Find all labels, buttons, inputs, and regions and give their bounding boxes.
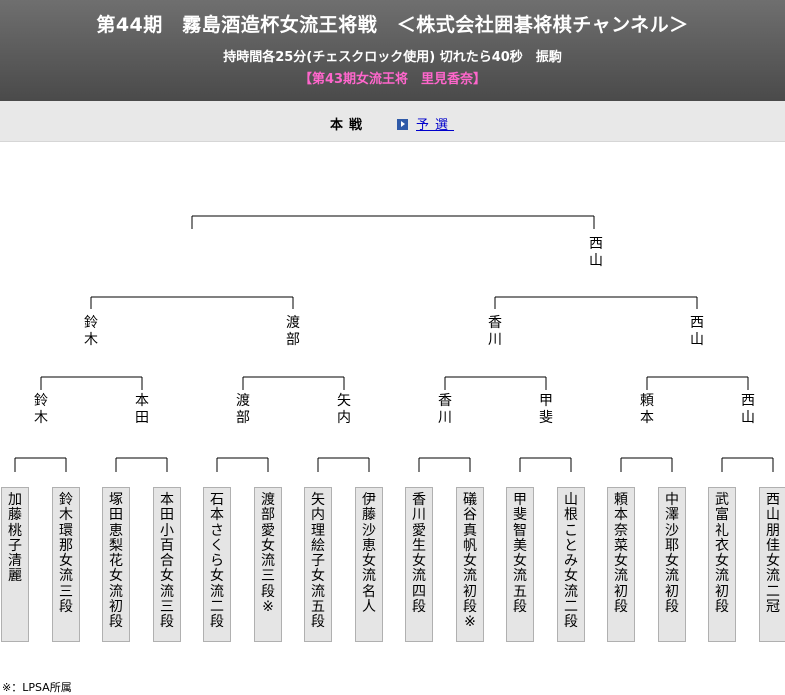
- player-box: 本田小百合女流三段: [153, 487, 181, 642]
- player-name: 矢内理絵子女流五段: [311, 492, 325, 631]
- player-box: 加藤桃子清麗: [1, 487, 29, 642]
- player-name: 本田小百合女流三段: [160, 492, 174, 631]
- player-box: 塚田恵梨花女流初段: [102, 487, 130, 642]
- player-box: 矢内理絵子女流五段: [304, 487, 332, 642]
- player-box: 山根ことみ女流二段: [557, 487, 585, 642]
- quarterfinal-winner-name: 本田: [135, 393, 149, 426]
- semifinal-winner-name: 鈴木: [84, 315, 98, 348]
- quarterfinal-winner-name: 渡部: [236, 393, 250, 426]
- page-title: 第44期 霧島酒造杯女流王将戦 ＜株式会社囲碁将棋チャンネル＞: [96, 14, 689, 36]
- player-name: 渡部 愛女流三段※: [261, 492, 289, 616]
- tab-preliminary[interactable]: 予選: [416, 118, 455, 133]
- player-name: 西山朋佳女流二冠: [766, 492, 780, 616]
- player-box: 礒谷真帆女流初段※: [456, 487, 484, 642]
- quarterfinal-winner-name: 鈴木: [34, 393, 48, 426]
- player-name: 甲斐智美女流五段: [513, 492, 527, 616]
- player-name: 塚田恵梨花女流初段: [109, 492, 123, 631]
- player-name: 頼本奈菜女流初段: [614, 492, 628, 616]
- player-name: 鈴木環那女流三段: [59, 492, 73, 616]
- player-name: 石本さくら女流二段: [210, 492, 224, 631]
- tab-preliminary-link[interactable]: 予選: [397, 114, 454, 133]
- player-name: 加藤桃子清麗: [8, 492, 22, 585]
- page-header: 第44期 霧島酒造杯女流王将戦 ＜株式会社囲碁将棋チャンネル＞ 持時間各25分(…: [0, 0, 785, 101]
- rules-subtitle: 持時間各25分(チェスクロック使用) 切れたら40秒 振駒: [223, 50, 562, 65]
- quarterfinal-winner-name: 甲斐: [539, 393, 553, 426]
- arrow-right-icon: [397, 119, 408, 130]
- player-box: 鈴木環那女流三段: [52, 487, 80, 642]
- player-box: 武富礼衣女流初段: [708, 487, 736, 642]
- footnote: ※：LPSA所属: [2, 681, 72, 694]
- defending-champion: 【第43期女流王将 里見香奈】: [298, 72, 487, 87]
- player-box: 頼本奈菜女流初段: [607, 487, 635, 642]
- player-box: 中澤沙耶女流初段: [658, 487, 686, 642]
- player-name: 伊藤沙恵女流名人: [362, 492, 376, 616]
- tournament-nav: 本戦 予選: [0, 101, 785, 142]
- player-name: 山根ことみ女流二段: [564, 492, 578, 631]
- semifinal-winner-name: 香川: [488, 315, 502, 348]
- tab-main-tournament: 本戦: [330, 118, 369, 133]
- player-box: 西山朋佳女流二冠: [759, 487, 785, 642]
- player-box: 石本さくら女流二段: [203, 487, 231, 642]
- semifinal-winner-name: 渡部: [286, 315, 300, 348]
- final-winner-name: 西山: [589, 236, 603, 269]
- quarterfinal-winner-name: 西山: [741, 393, 755, 426]
- player-name: 香川愛生女流四段: [412, 492, 426, 616]
- player-name: 礒谷真帆女流初段※: [463, 492, 477, 631]
- player-name: 中澤沙耶女流初段: [665, 492, 679, 616]
- player-name: 武富礼衣女流初段: [715, 492, 729, 616]
- player-box: 香川愛生女流四段: [405, 487, 433, 642]
- quarterfinal-winner-name: 矢内: [337, 393, 351, 426]
- player-box: 甲斐智美女流五段: [506, 487, 534, 642]
- player-box: 伊藤沙恵女流名人: [355, 487, 383, 642]
- player-box: 渡部 愛女流三段※: [254, 487, 289, 642]
- quarterfinal-winner-name: 香川: [438, 393, 452, 426]
- quarterfinal-winner-name: 頼本: [640, 393, 654, 426]
- semifinal-winner-name: 西山: [690, 315, 704, 348]
